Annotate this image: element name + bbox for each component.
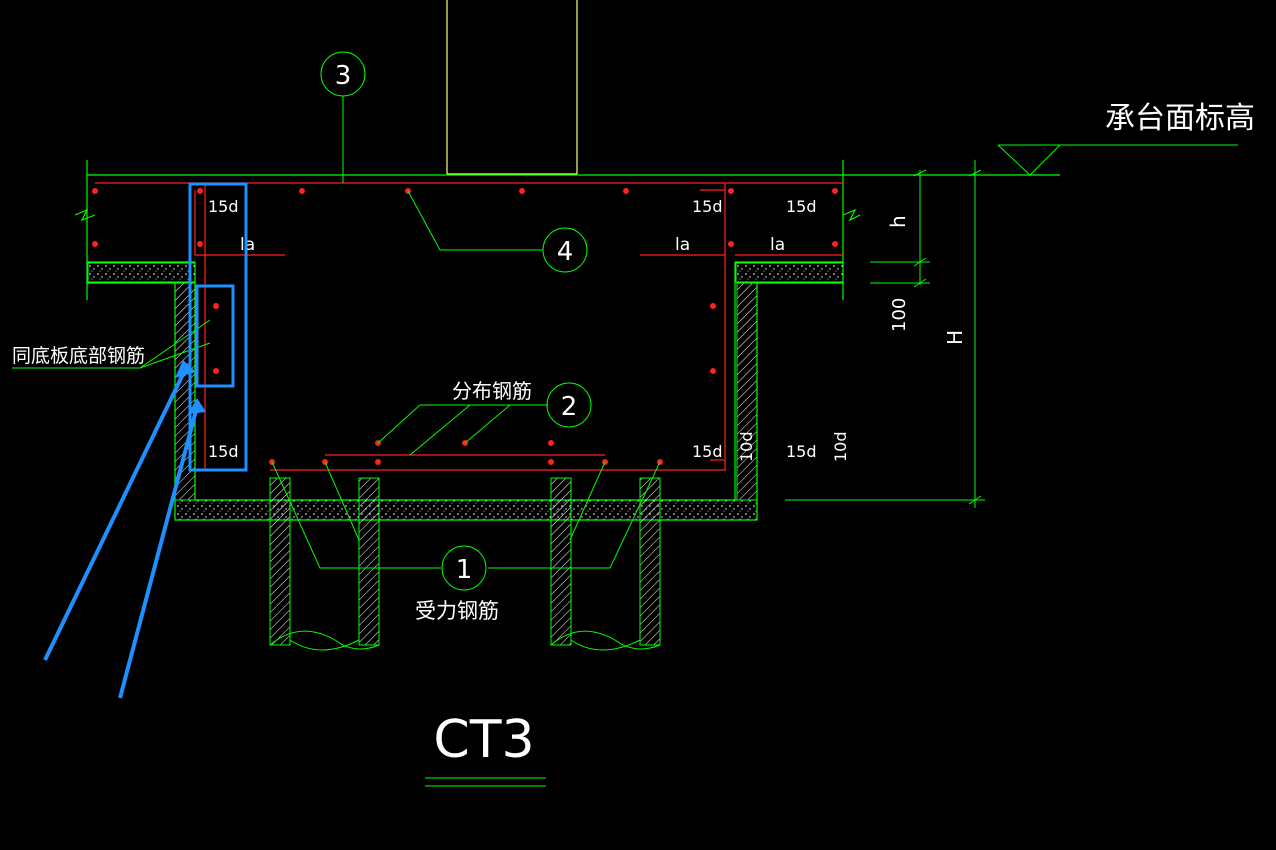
rebar-lines	[95, 182, 843, 471]
svg-text:3: 3	[335, 61, 352, 91]
anchor-15d-top-far-right: 15d	[786, 197, 817, 216]
dim-100: 100	[889, 298, 910, 332]
anchor-10d-right-wall: 10d	[737, 431, 756, 462]
callout-4: 4	[542, 227, 588, 273]
rebar-dots	[92, 188, 838, 465]
anchor-15d-top-left: 15d	[208, 197, 239, 216]
anchor-15d-bottom-far-right: 15d	[786, 442, 817, 461]
callout-2: 2	[546, 382, 592, 428]
drawing-title: CT3	[433, 710, 534, 770]
note-same-as-bottom: 同底板底部钢筋	[12, 345, 145, 367]
svg-text:1: 1	[456, 555, 473, 585]
note-distribution: 分布钢筋	[452, 379, 532, 403]
callout-1: 1	[441, 545, 487, 591]
note-main-bars: 受力钢筋	[415, 599, 499, 623]
callout-3: 3	[320, 51, 366, 97]
anchor-la-right: la	[675, 235, 690, 255]
dim-h: h	[886, 215, 910, 228]
anchor-10d-far-right: 10d	[831, 431, 850, 462]
anchor-la-left: la	[240, 235, 255, 255]
anchor-15d-bottom-right: 15d	[692, 442, 723, 461]
highlight-annotations	[43, 182, 248, 699]
elevation-label: 承台面标高	[1105, 101, 1255, 136]
column	[446, 0, 578, 175]
anchor-15d-bottom-left: 15d	[208, 442, 239, 461]
anchor-15d-top-right: 15d	[692, 197, 723, 216]
pile-right	[550, 477, 661, 651]
leader-lines	[12, 96, 1238, 787]
svg-text:4: 4	[557, 237, 574, 267]
svg-text:2: 2	[561, 392, 578, 422]
dim-H: H	[943, 330, 967, 345]
anchor-la-far-right: la	[770, 235, 785, 255]
pile-left	[269, 477, 380, 651]
cushion-layer	[87, 262, 844, 521]
